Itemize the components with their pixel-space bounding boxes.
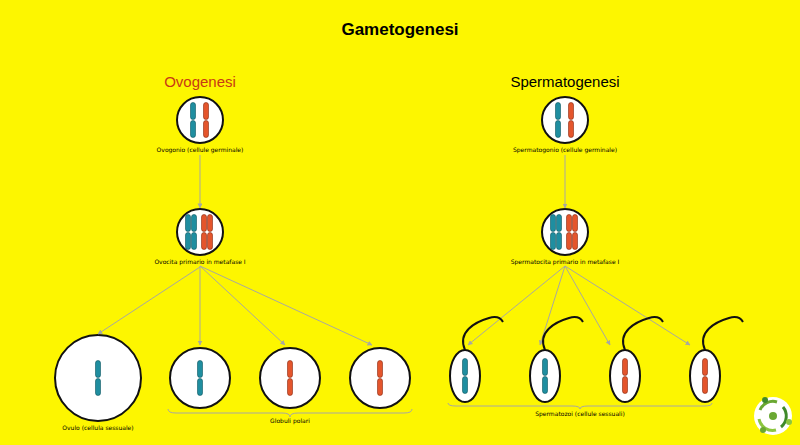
cell-label: Ovocita primario in metafase I — [151, 258, 248, 265]
section-heading: Spermatogenesi — [510, 73, 619, 90]
cell-label: Ovulo (cellula sessuale) — [55, 424, 141, 431]
cell-node: Ovogonio (cellule germinale) — [154, 97, 247, 153]
diagram-title: Gametogenesi — [0, 20, 800, 40]
cell-node: Spermatogonio (cellule germinale) — [510, 97, 620, 153]
connector-arrow — [98, 267, 200, 334]
cell-node: Ovocita primario in metafase I — [151, 209, 248, 265]
connector-arrow — [199, 155, 200, 208]
group-label: Spermatozoi (cellule sessuali) — [535, 410, 625, 417]
group-label: Globuli polari — [270, 417, 310, 424]
cell-node: Ovulo (cellula sessuale) — [55, 335, 141, 431]
section-heading: Ovogenesi — [164, 73, 236, 90]
cell-node: Spermatocita primario in metafase I — [508, 209, 623, 265]
connector-arrow — [565, 155, 566, 208]
cell-label: Spermatogonio (cellule germinale) — [510, 146, 620, 153]
cell-label: Ovogonio (cellule germinale) — [154, 146, 247, 153]
cell-label: Spermatocita primario in metafase I — [508, 258, 623, 265]
